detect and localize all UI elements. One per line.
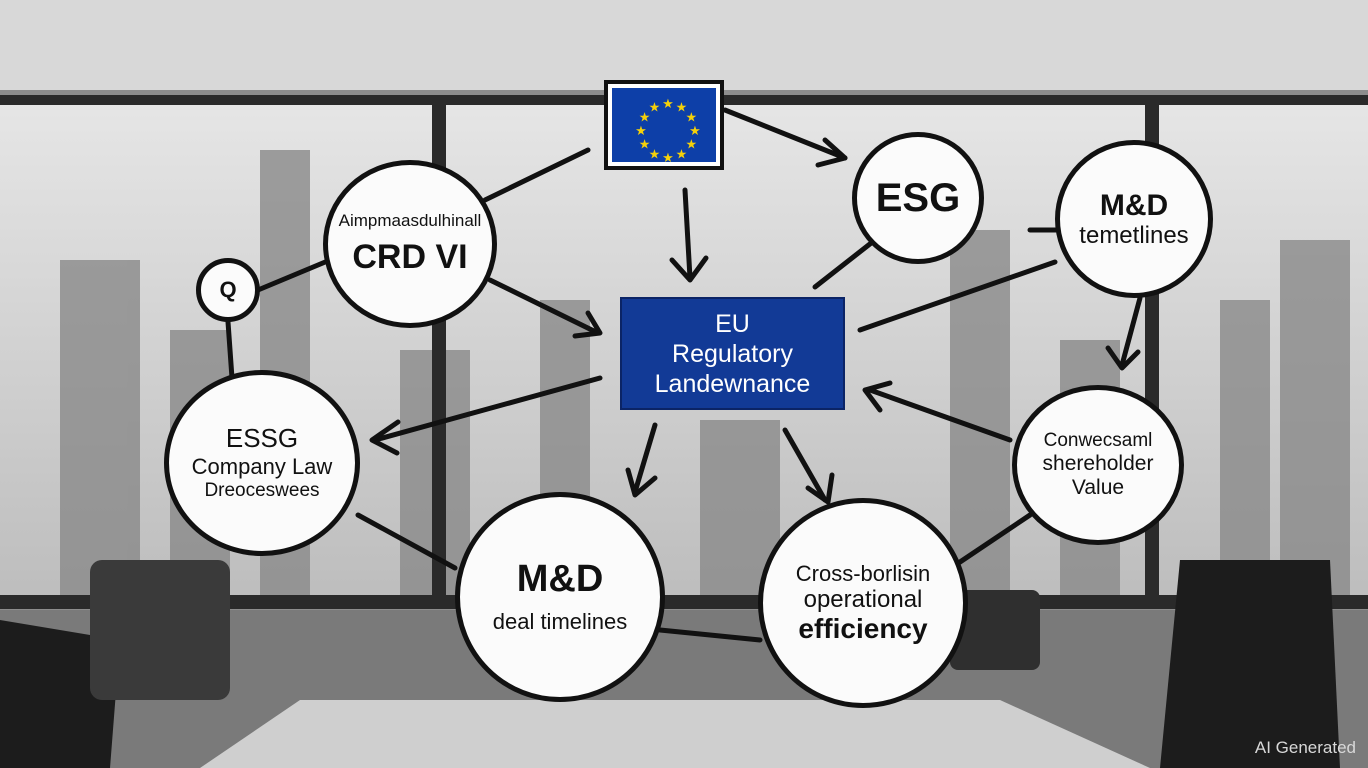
node-md-deal-timelines: M&D deal timelines	[455, 492, 665, 702]
star-icon: ★	[676, 146, 688, 161]
node-title: M&D	[516, 558, 604, 601]
star-icon: ★	[639, 137, 651, 152]
node-esg: ESG	[852, 132, 984, 264]
star-icon: ★	[689, 123, 701, 138]
node-line: operational	[803, 586, 923, 614]
node-line: Cross-borlisin	[795, 561, 931, 587]
node-title: CRD VI	[352, 238, 468, 277]
star-icon: ★	[635, 123, 647, 138]
star-icon: ★	[686, 137, 698, 152]
center-line: Landewnance	[654, 369, 811, 398]
connector-arrows	[225, 107, 1143, 643]
star-icon: ★	[649, 100, 661, 115]
node-title: ESG	[875, 176, 961, 220]
node-line: Dreoceswees	[204, 479, 320, 501]
star-icon: ★	[676, 100, 688, 115]
star-icon: ★	[662, 96, 674, 111]
node-md-timelines: M&D temetlines	[1055, 140, 1213, 298]
node-line: Value	[1071, 475, 1125, 499]
star-icon: ★	[639, 110, 651, 125]
node-subtitle: temetlines	[1079, 221, 1189, 249]
center-node-eu-regulatory: EU Regulatory Landewnance	[620, 297, 845, 410]
ai-generated-watermark: AI Generated	[1254, 738, 1356, 757]
node-shareholder-value: Conwecsaml shereholder Value	[1012, 385, 1184, 545]
node-essg-company-law: ESSG Company Law Dreoceswees	[164, 370, 360, 556]
node-line: Conwecsaml	[1043, 429, 1153, 451]
node-label: Q	[219, 277, 237, 303]
star-icon: ★	[649, 146, 661, 161]
node-line: shereholder	[1042, 451, 1154, 475]
node-title: ESSG	[225, 423, 299, 454]
star-icon: ★	[662, 150, 674, 165]
node-subtitle: deal timelines	[492, 609, 628, 635]
eu-flag: ★★★★★★★★★★★★	[604, 80, 724, 170]
node-title: M&D	[1099, 188, 1169, 222]
eu-flag-icon: ★★★★★★★★★★★★	[612, 88, 716, 165]
node-subtitle: Aimpmaasdulhinall	[338, 211, 482, 231]
center-line: Regulatory	[672, 339, 793, 368]
node-line: efficiency	[798, 613, 928, 645]
node-q: Q	[196, 258, 260, 322]
center-line: EU	[715, 309, 750, 338]
node-line: Company Law	[191, 454, 333, 480]
node-cross-border-efficiency: Cross-borlisin operational efficiency	[758, 498, 968, 708]
node-crd-vi: Aimpmaasdulhinall CRD VI	[323, 160, 497, 328]
star-icon: ★	[686, 110, 698, 125]
